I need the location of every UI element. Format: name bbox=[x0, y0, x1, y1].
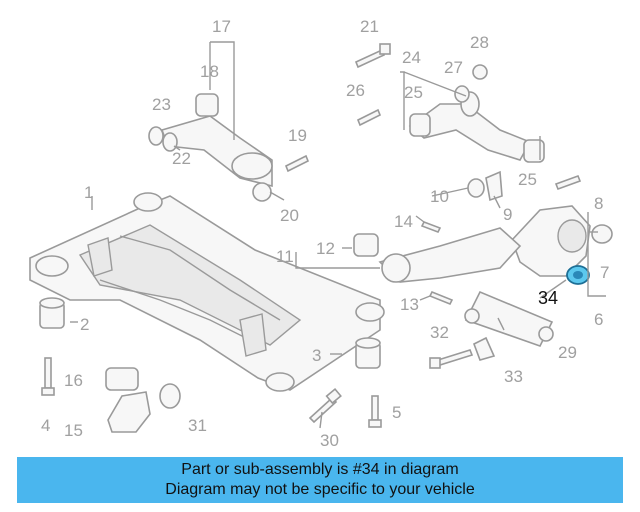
callout-28: 28 bbox=[470, 33, 489, 52]
callout-23: 23 bbox=[152, 95, 171, 114]
callout-25a: 25 bbox=[404, 83, 423, 102]
lower-arm-part-11 bbox=[378, 227, 522, 283]
callout-14: 14 bbox=[394, 212, 413, 231]
bracket-part-33 bbox=[472, 336, 496, 361]
nut-part-23 bbox=[148, 126, 164, 146]
callout-5: 5 bbox=[392, 403, 401, 422]
callout-22: 22 bbox=[172, 149, 191, 168]
callout-labels: 1 2 3 4 5 6 7 8 9 10 11 12 13 14 15 16 1… bbox=[41, 17, 609, 450]
callout-27: 27 bbox=[444, 58, 463, 77]
upper-arm-part-17 bbox=[160, 115, 273, 188]
callout-21: 21 bbox=[360, 17, 379, 36]
highlighted-part-34[interactable] bbox=[566, 265, 590, 285]
callout-10: 10 bbox=[430, 187, 449, 206]
bushing-part-2 bbox=[39, 297, 65, 329]
callout-18: 18 bbox=[200, 62, 219, 81]
callout-12: 12 bbox=[316, 239, 335, 258]
mount-part-16 bbox=[105, 367, 139, 391]
callout-7: 7 bbox=[600, 263, 609, 282]
callout-11: 11 bbox=[276, 247, 294, 266]
bolt-part-14 bbox=[420, 220, 442, 234]
callout-9: 9 bbox=[503, 205, 512, 224]
callout-19: 19 bbox=[288, 126, 307, 145]
callout-4: 4 bbox=[41, 416, 50, 435]
bolt-part-8 bbox=[554, 174, 582, 191]
bolt-part-32 bbox=[429, 349, 474, 369]
callout-26: 26 bbox=[346, 81, 365, 100]
callout-30: 30 bbox=[320, 431, 339, 450]
bolt-part-19 bbox=[284, 154, 310, 173]
bushing-part-31 bbox=[159, 383, 181, 409]
nut-part-28 bbox=[472, 64, 488, 80]
callout-20: 20 bbox=[280, 206, 299, 225]
callout-1: 1 bbox=[84, 183, 93, 202]
bolt-part-13 bbox=[428, 290, 454, 306]
bolt-part-4 bbox=[41, 357, 55, 396]
washer-part-22 bbox=[162, 132, 178, 152]
knuckle-part-6 bbox=[511, 205, 591, 277]
bushing-part-25a bbox=[409, 113, 431, 137]
banner-line-2: Diagram may not be specific to your vehi… bbox=[165, 481, 475, 498]
parts-diagram: 1 2 3 4 5 6 7 8 9 10 11 12 13 14 15 16 1… bbox=[29, 17, 613, 450]
leader-lines bbox=[70, 41, 606, 429]
bushing-part-3 bbox=[355, 337, 381, 369]
callout-29: 29 bbox=[558, 343, 577, 362]
callout-2: 2 bbox=[80, 315, 89, 334]
bushing-part-18 bbox=[195, 93, 219, 117]
bolt-part-21 bbox=[354, 43, 391, 69]
bushing-part-25b bbox=[523, 139, 545, 163]
bolt-part-30 bbox=[308, 387, 342, 424]
callout-24: 24 bbox=[402, 48, 421, 67]
callout-25b: 25 bbox=[518, 170, 537, 189]
link-part-29 bbox=[464, 290, 554, 347]
callout-16: 16 bbox=[64, 371, 83, 390]
bolt-part-26 bbox=[356, 108, 382, 127]
callout-31: 31 bbox=[188, 416, 207, 435]
banner-line-1: Part or sub-assembly is #34 in diagram bbox=[181, 461, 459, 478]
callout-17: 17 bbox=[212, 17, 231, 36]
mount-part-15 bbox=[107, 391, 151, 433]
bracket-part-9 bbox=[485, 170, 503, 202]
subframe-part bbox=[29, 192, 385, 392]
callout-13: 13 bbox=[400, 295, 419, 314]
callout-32: 32 bbox=[430, 323, 449, 342]
callout-15: 15 bbox=[64, 421, 83, 440]
bushing-part-10 bbox=[467, 178, 485, 198]
bushing-part-20 bbox=[252, 182, 272, 202]
bushing-part-7 bbox=[591, 224, 613, 244]
callout-3: 3 bbox=[312, 346, 321, 365]
bushing-part-12 bbox=[353, 233, 379, 257]
info-banner: Part or sub-assembly is #34 in diagram D… bbox=[17, 457, 623, 503]
callout-6: 6 bbox=[594, 310, 603, 329]
bolt-part-5 bbox=[368, 395, 382, 428]
callout-34: 34 bbox=[538, 288, 558, 308]
callout-33: 33 bbox=[504, 367, 523, 386]
callout-8: 8 bbox=[594, 194, 603, 213]
